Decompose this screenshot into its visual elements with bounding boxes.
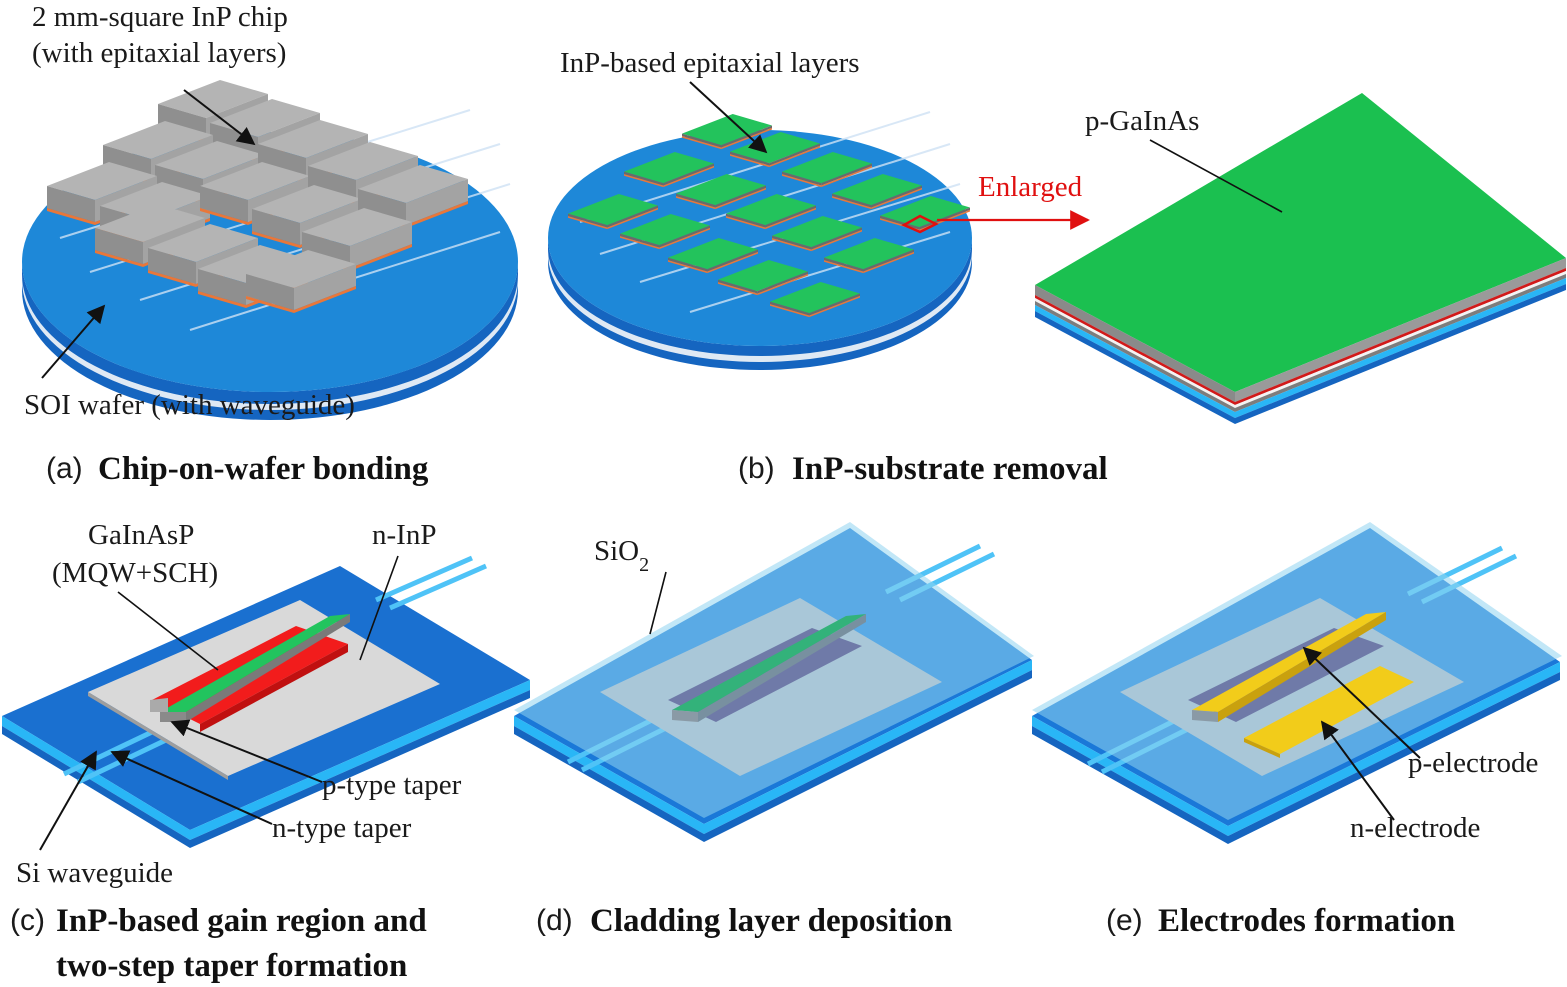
caption-b-letter: (b) bbox=[738, 452, 775, 485]
caption-c-title-line1: InP-based gain region and bbox=[56, 903, 427, 939]
sio2-leader bbox=[649, 571, 667, 635]
ninp-leader bbox=[359, 555, 399, 661]
ninp-label: n-InP bbox=[372, 519, 436, 551]
chip-pointer-arrow bbox=[183, 89, 256, 146]
enlarged-label: Enlarged bbox=[978, 171, 1083, 203]
mqw-label-line2: (MQW+SCH) bbox=[52, 557, 218, 589]
caption-a-letter: (a) bbox=[46, 452, 83, 485]
ntaper-arrow bbox=[110, 750, 273, 825]
ntaper-label: n-type taper bbox=[272, 812, 412, 844]
epi-label: InP-based epitaxial layers bbox=[560, 47, 860, 79]
nel-label: n-electrode bbox=[1350, 812, 1480, 844]
caption-b-title: InP-substrate removal bbox=[792, 451, 1108, 487]
caption-e-title: Electrodes formation bbox=[1158, 903, 1455, 939]
caption-c-title-line2: two-step taper formation bbox=[56, 948, 407, 984]
p-electrode-strip bbox=[1192, 612, 1386, 722]
si-label: Si waveguide bbox=[16, 857, 173, 889]
substrate-c bbox=[2, 555, 530, 848]
chip-label-line1: 2 mm-square InP chip bbox=[32, 1, 288, 33]
p-ridge-taper bbox=[150, 614, 350, 722]
mqw-leader bbox=[117, 591, 219, 671]
epi-pointer-arrow bbox=[689, 81, 768, 154]
enlarged-region-marker bbox=[901, 214, 939, 234]
panel-a: 2 mm-square InP chip (with epitaxial lay… bbox=[22, 1, 518, 487]
panel-c: GaInAsP (MQW+SCH) n-InP p-type taper n-t… bbox=[2, 519, 530, 984]
n-electrode-pad bbox=[1244, 666, 1414, 758]
panel-e: p-electrode n-electrode (e) Electrodes f… bbox=[1032, 522, 1562, 939]
cladding-layer-d bbox=[514, 522, 1034, 818]
si-wg-arrow bbox=[39, 750, 97, 851]
caption-d-letter: (d) bbox=[536, 904, 573, 937]
nel-arrow bbox=[1320, 720, 1395, 821]
mqw-label-line1: GaInAsP bbox=[88, 519, 194, 551]
panel-d: SiO2 (d) Cladding layer deposition bbox=[514, 522, 1034, 939]
panel-b: Enlarged InP-based epitaxial layers p-Ga… bbox=[548, 47, 1566, 487]
pel-label: p-electrode bbox=[1408, 747, 1538, 779]
sio2-label: SiO2 bbox=[594, 535, 649, 576]
caption-a-title: Chip-on-wafer bonding bbox=[98, 451, 429, 487]
caption-c-letter: (c) bbox=[10, 904, 45, 937]
wafer-pointer-arrow bbox=[41, 304, 106, 379]
chip-label-line2: (with epitaxial layers) bbox=[32, 37, 286, 69]
pel-arrow bbox=[1302, 646, 1421, 759]
wafer-label: SOI wafer (with waveguide) bbox=[24, 389, 355, 421]
caption-d-title: Cladding layer deposition bbox=[590, 903, 952, 939]
ptaper-arrow bbox=[170, 719, 323, 783]
enlarged-epi-stack bbox=[1035, 93, 1566, 424]
caption-e-letter: (e) bbox=[1106, 904, 1143, 937]
top-layer-label: p-GaInAs bbox=[1085, 105, 1199, 137]
ptaper-label: p-type taper bbox=[322, 769, 462, 801]
top-layer-leader bbox=[1149, 139, 1283, 213]
